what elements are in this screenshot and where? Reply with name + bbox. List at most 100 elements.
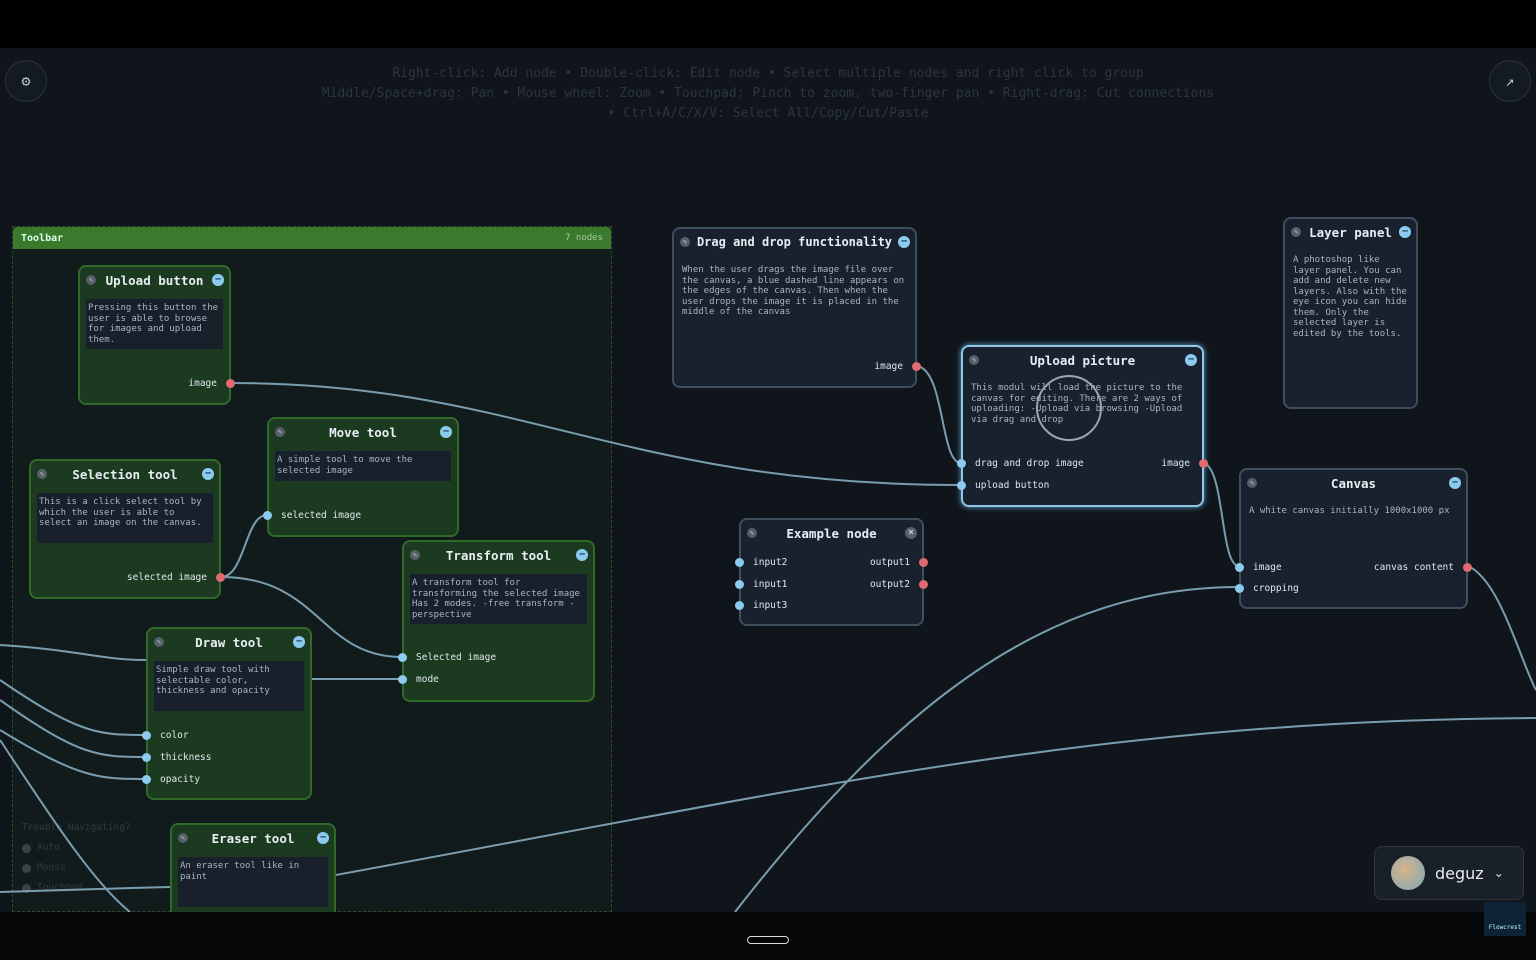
output-port-label: output2 — [869, 579, 910, 590]
connection — [220, 576, 403, 658]
edit-icon[interactable]: ✎ — [86, 275, 96, 285]
input-port[interactable] — [1235, 563, 1244, 572]
hint-line: Middle/Space+drag: Pan • Mouse wheel: Zo… — [321, 86, 1215, 101]
connection — [0, 739, 131, 912]
output-port-label: image — [874, 361, 903, 372]
edit-icon[interactable]: ✎ — [969, 355, 979, 365]
edit-icon[interactable]: ✎ — [1291, 227, 1301, 237]
connection — [0, 679, 147, 736]
node-drag-and-drop[interactable]: ✎Drag and drop functionality− When the u… — [672, 227, 921, 388]
node-description: Pressing this button the user is able to… — [86, 299, 223, 349]
input-port-label: input3 — [753, 600, 788, 611]
output-port-label: canvas content — [1373, 562, 1454, 573]
node-description: A simple tool to move the selected image — [275, 451, 451, 481]
output-port[interactable] — [919, 558, 928, 567]
node-selection-tool[interactable]: ✎Selection tool− This is a click select … — [29, 459, 225, 599]
settings-button[interactable]: ⚙ — [5, 60, 47, 102]
connections — [0, 365, 1536, 912]
user-menu[interactable]: deguz ⌄ — [1374, 846, 1524, 900]
node-description: A white canvas initially 1000x1000 px — [1249, 506, 1450, 516]
edit-icon[interactable]: ✎ — [410, 550, 420, 560]
collapse-icon[interactable]: − — [440, 426, 452, 438]
input-port-label: color — [160, 730, 189, 741]
input-port-label: input2 — [753, 557, 788, 568]
output-port[interactable] — [216, 573, 225, 582]
input-port-label: opacity — [160, 774, 201, 785]
output-port[interactable] — [1199, 459, 1208, 468]
collapse-icon[interactable]: − — [293, 636, 305, 648]
input-port[interactable] — [142, 775, 151, 784]
collapse-icon[interactable]: − — [317, 832, 329, 844]
input-port-label: cropping — [1253, 583, 1299, 594]
output-port[interactable] — [912, 362, 921, 371]
output-port-label: image — [1161, 458, 1190, 469]
connection — [0, 699, 147, 758]
node-description: A photoshop like layer panel. You can ad… — [1293, 255, 1413, 339]
edit-icon[interactable]: ✎ — [747, 528, 757, 538]
collapse-icon[interactable]: − — [1449, 477, 1461, 489]
node-description: Simple draw tool with selectable color, … — [154, 661, 304, 711]
collapse-icon[interactable]: − — [1399, 226, 1411, 238]
input-port[interactable] — [1235, 584, 1244, 593]
output-port[interactable] — [919, 580, 928, 589]
group-title: Toolbar — [21, 232, 64, 244]
connection — [0, 729, 147, 780]
input-port[interactable] — [263, 511, 272, 520]
input-port[interactable] — [735, 558, 744, 567]
radio-auto[interactable]: Auto — [22, 838, 131, 858]
collapse-icon[interactable]: − — [576, 549, 588, 561]
edit-icon[interactable]: ✎ — [275, 427, 285, 437]
edit-icon[interactable]: ✎ — [680, 237, 690, 247]
navigation-help: Trouble Navigating? Auto Mouse Touchpad — [22, 818, 131, 898]
top-bar — [0, 0, 1536, 48]
gear-icon: ⚙ — [21, 72, 31, 90]
radio-touchpad[interactable]: Touchpad — [22, 878, 131, 898]
input-port-label: drag and drop image — [975, 458, 1084, 469]
input-port[interactable] — [398, 653, 407, 662]
output-port-label: selected image — [126, 572, 207, 583]
node-eraser-tool[interactable]: ✎Eraser tool− An eraser tool like in pai… — [170, 823, 336, 912]
output-port[interactable] — [1463, 563, 1472, 572]
node-upload-button[interactable]: ✎Upload button− Pressing this button the… — [78, 265, 235, 405]
collapse-icon[interactable]: − — [1185, 354, 1197, 366]
radio-mouse[interactable]: Mouse — [22, 858, 131, 878]
collapse-icon[interactable]: − — [212, 274, 224, 286]
input-port[interactable] — [957, 459, 966, 468]
input-port[interactable] — [735, 601, 744, 610]
node-layer-panel[interactable]: ✎Layer panel− A photoshop like layer pan… — [1283, 217, 1418, 409]
output-port[interactable] — [226, 379, 235, 388]
collapse-icon[interactable]: − — [202, 468, 214, 480]
home-indicator[interactable] — [747, 936, 789, 944]
expand-button[interactable]: ↗ — [1489, 60, 1531, 102]
connection — [1203, 462, 1240, 567]
connection — [0, 644, 147, 661]
connection — [230, 382, 962, 486]
node-canvas-module[interactable]: ✎Canvas− A white canvas initially 1000x1… — [1235, 468, 1472, 609]
node-transform-tool[interactable]: ✎Transform tool− A transform tool for tr… — [398, 540, 595, 702]
edit-icon[interactable]: ✎ — [178, 833, 188, 843]
node-canvas[interactable]: Right-click: Add node • Double-click: Ed… — [0, 48, 1536, 912]
input-port[interactable] — [142, 731, 151, 740]
input-port[interactable] — [142, 753, 151, 762]
hint-line: • Ctrl+A/C/X/V: Select All/Copy/Cut/Past… — [607, 106, 929, 121]
input-port-label: Selected image — [416, 652, 497, 663]
connection — [0, 886, 171, 893]
node-description: When the user drags the image file over … — [682, 265, 910, 317]
close-icon[interactable]: × — [905, 527, 917, 539]
arrow-up-right-icon: ↗ — [1505, 72, 1515, 90]
edit-icon[interactable]: ✎ — [37, 469, 47, 479]
input-port[interactable] — [735, 580, 744, 589]
user-name: deguz — [1435, 863, 1484, 883]
edit-icon[interactable]: ✎ — [154, 637, 164, 647]
input-port-label: upload button — [975, 480, 1050, 491]
node-example[interactable]: ✎Example node× input2 input1 input3 outp… — [735, 518, 928, 626]
node-draw-tool[interactable]: ✎Draw tool− Simple draw tool with select… — [142, 627, 312, 800]
collapse-icon[interactable]: − — [898, 236, 910, 248]
edit-icon[interactable]: ✎ — [1247, 478, 1257, 488]
input-port-label: mode — [416, 674, 439, 685]
node-move-tool[interactable]: ✎Move tool− A simple tool to move the se… — [263, 417, 459, 537]
input-port[interactable] — [957, 481, 966, 490]
connection — [335, 717, 1536, 876]
node-description: This is a click select tool by which the… — [37, 493, 213, 543]
input-port[interactable] — [398, 675, 407, 684]
